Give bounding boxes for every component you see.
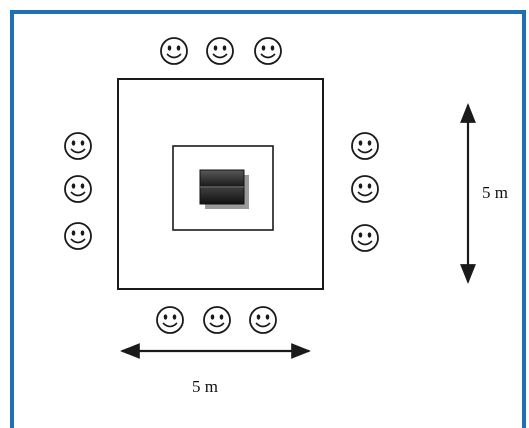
person-right-2-smiley-icon [351, 175, 379, 203]
person-left-3-smiley-icon [64, 222, 92, 250]
person-left-1-smiley-icon [64, 132, 92, 160]
central-block-icon [199, 169, 249, 209]
width-label: 5 m [192, 377, 218, 396]
person-bottom-2-smiley-icon [203, 306, 231, 334]
people-group [64, 37, 379, 334]
room-square [117, 78, 324, 290]
person-top-3-smiley-icon [254, 37, 282, 65]
person-top-1-smiley-icon [160, 37, 188, 65]
person-bottom-3-smiley-icon [249, 306, 277, 334]
height-label: 5 m [482, 183, 508, 202]
person-top-2-smiley-icon [206, 37, 234, 65]
outer-frame [10, 10, 526, 428]
person-left-2-smiley-icon [64, 175, 92, 203]
person-bottom-1-smiley-icon [156, 306, 184, 334]
inner-square [172, 145, 274, 231]
person-right-3-smiley-icon [351, 224, 379, 252]
person-right-1-smiley-icon [351, 132, 379, 160]
